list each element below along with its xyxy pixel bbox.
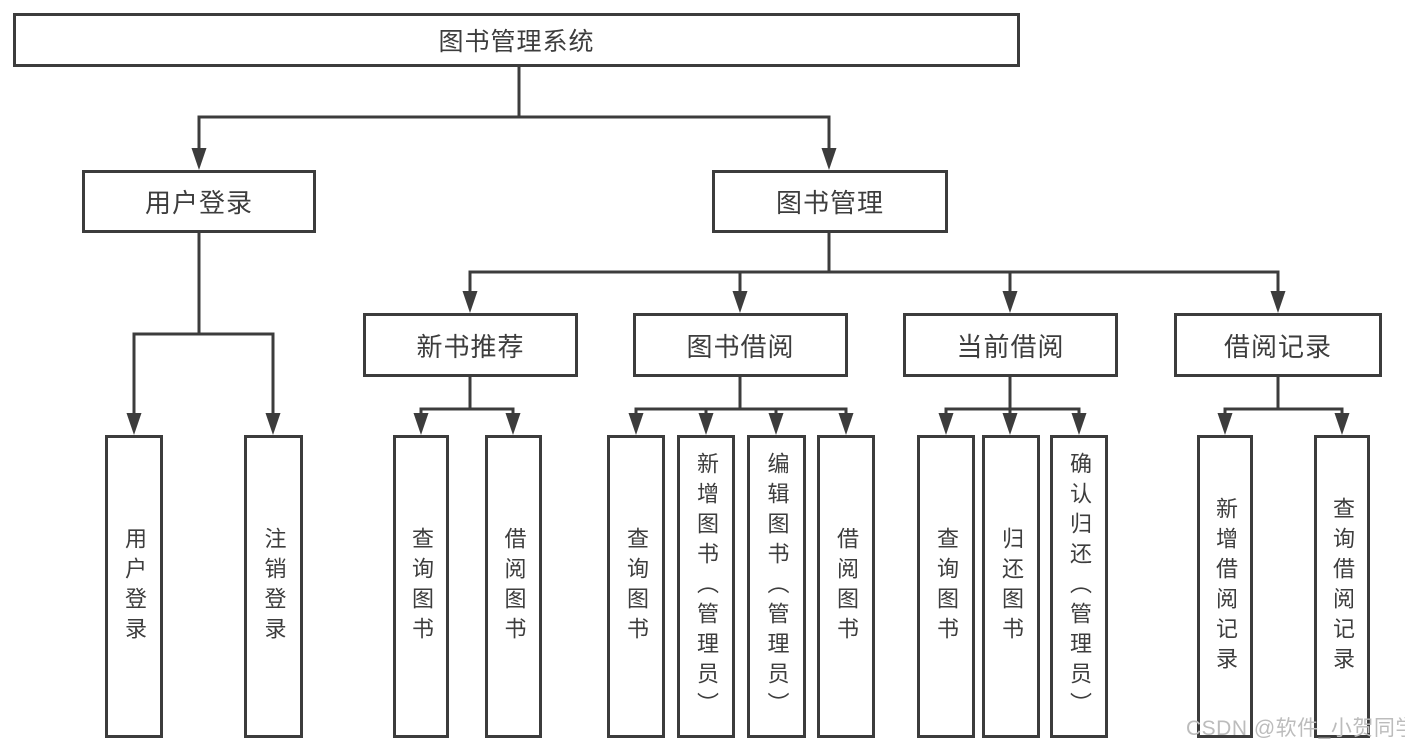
leaf-return-books: 归还图书 [982,435,1040,738]
connector-new-book-recommend [413,377,521,435]
leaf-logout-login: 注销登录 [244,435,303,738]
node-current-borrowing: 当前借阅 [903,313,1118,377]
connector-book-borrowing [628,377,854,435]
node-label: 查询图书 [624,526,649,647]
node-label: 注销登录 [261,526,287,647]
node-label: 查询借阅记录 [1330,496,1355,677]
node-new-book-recommend: 新书推荐 [363,313,578,377]
node-label: 图书借阅 [686,331,795,362]
node-root-system: 图书管理系统 [13,13,1020,67]
connector-book-management [462,233,1286,313]
leaf-query-books-recommend: 查询图书 [393,435,449,738]
leaf-confirm-return-admin: 确认归还（管理员） [1050,435,1108,738]
connector-root [191,67,837,170]
csdn-watermark: CSDN @软件_小贺同学 [1186,717,1405,740]
leaf-query-books-borrowing: 查询图书 [607,435,665,738]
leaf-add-borrow-record: 新增借阅记录 [1197,435,1253,738]
connector-borrow-records [1217,377,1350,435]
node-borrow-records: 借阅记录 [1174,313,1382,377]
node-book-borrowing: 图书借阅 [633,313,848,377]
leaf-query-books-current: 查询图书 [917,435,975,738]
leaf-add-books-admin: 新增图书（管理员） [677,435,735,738]
node-label: 查询图书 [934,526,959,647]
node-label: 借阅记录 [1223,331,1332,362]
leaf-user-login: 用户登录 [105,435,163,738]
node-book-management: 图书管理 [712,170,948,233]
node-label: 新增图书（管理员） [694,451,719,722]
node-label: 当前借阅 [956,331,1065,362]
node-label: 用户登录 [122,526,147,647]
connector-current-borrowing [938,377,1087,435]
node-label: 用户登录 [144,188,253,218]
node-label: 借阅图书 [501,526,527,647]
leaf-query-borrow-record: 查询借阅记录 [1314,435,1370,738]
node-label: 编辑图书（管理员） [764,451,790,722]
node-label: 归还图书 [999,526,1024,647]
leaf-borrow-books-borrowing: 借阅图书 [817,435,875,738]
connector-user-login [126,233,281,435]
node-label: 新增借阅记录 [1213,496,1238,677]
node-label: 借阅图书 [834,526,859,647]
node-label: 新书推荐 [416,331,525,362]
node-label: 图书管理系统 [438,28,595,56]
leaf-borrow-books-recommend: 借阅图书 [485,435,542,738]
leaf-edit-books-admin: 编辑图书（管理员） [747,435,806,738]
node-label: 确认归还（管理员） [1067,451,1092,722]
node-label: 查询图书 [409,526,434,647]
node-user-login: 用户登录 [82,170,316,233]
node-label: 图书管理 [775,188,884,218]
